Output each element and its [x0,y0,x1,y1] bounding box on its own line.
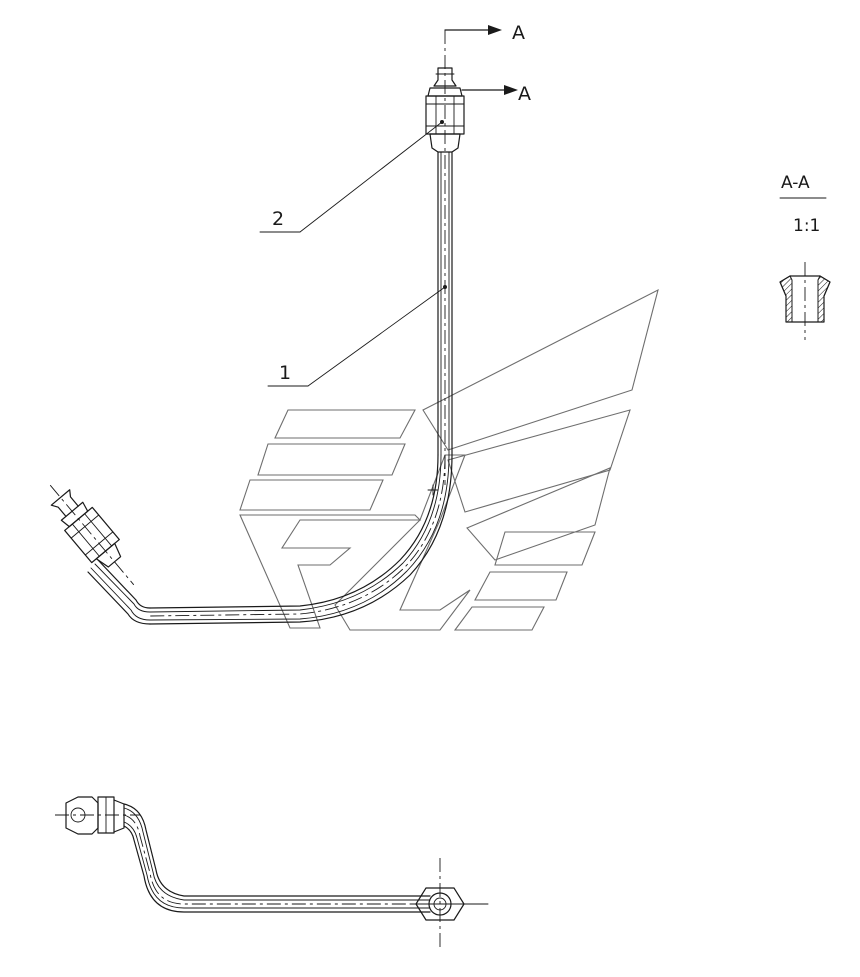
cut-label-lower: A [518,83,531,105]
cut-label-upper: A [512,22,525,44]
section-scale: 1:1 [793,216,820,236]
section-view-detail: A-A 1:1 [779,173,831,340]
callout-1-group: 1 [267,285,447,387]
section-title: A-A [781,173,810,193]
section-cut-markers: A A [444,22,531,105]
callout-1-label: 1 [279,362,291,384]
bottom-plan-view [55,796,489,948]
watermark-logo [239,288,659,631]
pipe-nipple [433,67,457,87]
main-pipe-assembly [49,30,465,625]
bottom-right-hex [415,887,465,921]
callout-2-label: 2 [272,208,284,230]
left-union-nut [64,506,120,564]
callout-2-group: 2 [259,120,444,233]
